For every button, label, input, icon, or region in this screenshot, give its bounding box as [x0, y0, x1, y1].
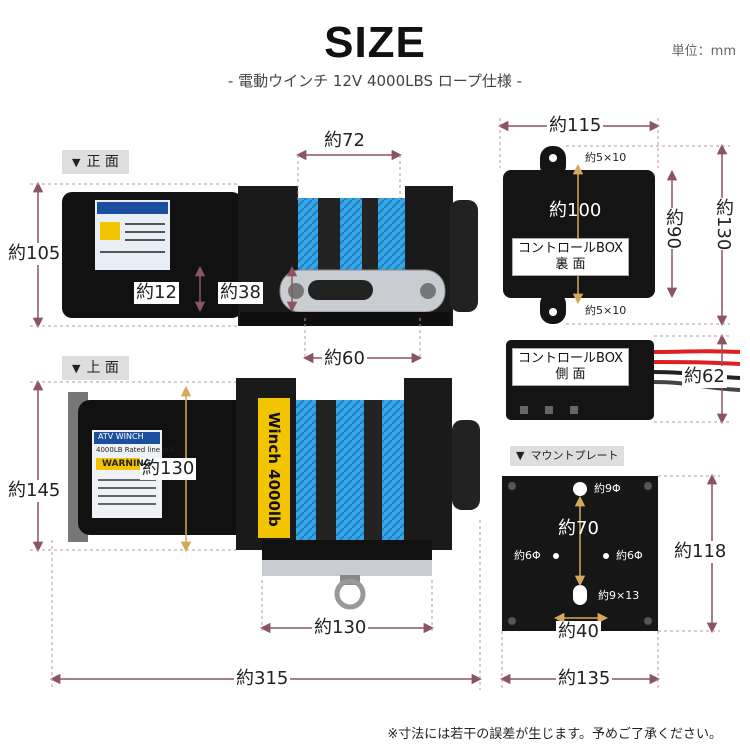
section-mount-plate-label: ▼ マウントプレート: [510, 446, 625, 466]
dim-box-hole-bottom: 約5×10: [585, 304, 627, 317]
page-subtitle: - 電動ウインチ 12V 4000LBS ロープ仕様 -: [227, 72, 523, 90]
warning-sub-text: 4000LB Rated line pull: [96, 446, 176, 454]
front-winch-illustration: [62, 186, 478, 326]
winch-4000lb-text: Winch 4000lb: [265, 412, 283, 527]
section-front-label: ▼ 正 面: [62, 150, 129, 174]
dim-front-left-small: 約12: [134, 282, 179, 304]
section-mount-plate-text: マウントプレート: [530, 449, 619, 462]
dim-top-drum-height: 約130: [140, 458, 197, 480]
warning-title-text: WARNING: [102, 459, 152, 469]
dim-plate-hole-spacing: 約70: [558, 518, 599, 539]
dim-box-inner: 約100: [549, 200, 602, 221]
dim-box-hole-top: 約5×10: [585, 151, 627, 164]
control-box-side-caption-line1: コントロールBOX: [518, 351, 623, 366]
dim-front-top-width: 約72: [322, 130, 367, 152]
triangle-down-icon: ▼: [72, 156, 81, 169]
control-box-back-caption-line1: コントロールBOX: [518, 241, 623, 256]
dim-top-height: 約145: [6, 480, 63, 502]
control-box-side-caption-line2: 側 面: [555, 367, 586, 382]
dim-total-length: 約315: [234, 668, 291, 690]
triangle-down-icon: ▼: [72, 362, 81, 375]
dim-front-fairlead: 約38: [218, 282, 263, 304]
dim-plate-hole-right: 約6Φ: [616, 549, 643, 562]
dim-box-total-height: 約130: [710, 198, 736, 251]
dim-front-height: 約105: [6, 243, 63, 265]
unit-label: 単位：mm: [671, 44, 736, 59]
section-top-text: 上 面: [86, 360, 119, 376]
dim-box-body-height: 約90: [660, 208, 686, 249]
triangle-down-icon: ▼: [516, 449, 525, 462]
dim-plate-hole-left: 約6Φ: [514, 549, 541, 562]
dim-plate-width: 約135: [556, 668, 613, 690]
dim-box-width: 約115: [547, 115, 604, 137]
dim-plate-hole-top: 約9Φ: [594, 482, 621, 495]
disclaimer-note: ※寸法には若干の誤差が生じます。予めご了承ください。: [387, 727, 722, 742]
dim-front-fairlead-width: 約60: [322, 348, 367, 370]
control-box-back-caption: コントロールBOX 裏 面: [512, 238, 629, 276]
control-box-back-illustration: [503, 146, 655, 324]
dim-top-base-width: 約130: [312, 617, 369, 639]
dim-box-side-height: 約62: [682, 366, 727, 388]
dim-plate-slot: 約9×13: [598, 589, 640, 602]
control-box-side-caption: コントロールBOX 側 面: [512, 348, 629, 386]
warning-header-text: ATV WINCH: [98, 432, 144, 441]
dim-plate-height: 約118: [672, 541, 729, 563]
section-top-label: ▼ 上 面: [62, 356, 129, 380]
section-front-text: 正 面: [86, 154, 119, 170]
page-title: SIZE: [324, 18, 426, 67]
control-box-back-caption-line2: 裏 面: [555, 257, 586, 272]
dim-plate-hole-width: 約40: [556, 621, 601, 643]
